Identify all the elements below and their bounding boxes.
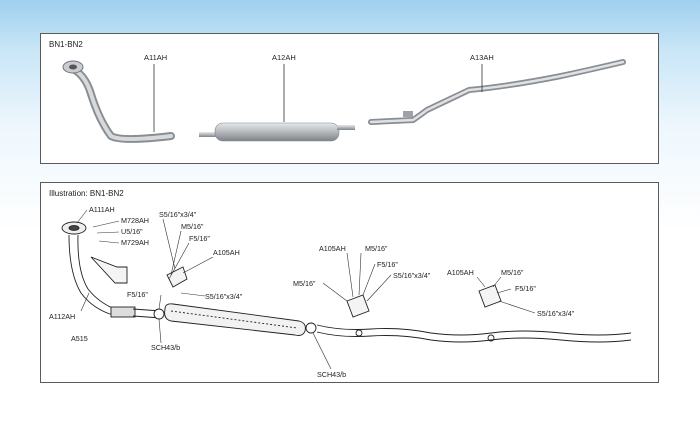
callout-f5-16-d: F5/16” bbox=[515, 284, 536, 293]
callout-s5-16x3-4-c: S5/16”x3/4” bbox=[393, 271, 431, 280]
photo-panel-title: BN1-BN2 bbox=[49, 40, 83, 49]
callout-m5-16-d: M5/16” bbox=[501, 268, 524, 277]
callout-m5-16-a: M5/16” bbox=[181, 222, 204, 231]
callout-f5-16-a: F5/16” bbox=[189, 234, 210, 243]
exhaust-illustration: A111AH M728AH U5/16” M729AH A112AH A515 … bbox=[49, 205, 632, 379]
callout-a112ah: A112AH bbox=[49, 312, 75, 321]
callout-m5-16-b: M5/16” bbox=[365, 244, 388, 253]
callout-u5-16: U5/16” bbox=[121, 227, 143, 236]
line-drawing bbox=[61, 221, 632, 343]
callout-m729ah: M729AH bbox=[121, 238, 149, 247]
callout-s5-16x3-4-a: S5/16”x3/4” bbox=[159, 210, 197, 219]
exhaust-photo bbox=[62, 59, 626, 143]
callout-a105ah-c: A105AH bbox=[447, 268, 474, 277]
callout-f5-16-c: F5/16” bbox=[377, 260, 398, 269]
silencer-photo bbox=[199, 122, 355, 142]
callout-s5-16x3-4-b: S5/16”x3/4” bbox=[205, 292, 243, 301]
photo-panel: BN1-BN2 bbox=[40, 33, 659, 164]
label-silencer: A12AH bbox=[272, 53, 296, 62]
label-front-pipe: A11AH bbox=[144, 53, 168, 62]
callout-sch43b-b: SCH43/b bbox=[317, 370, 346, 379]
illustration-panel: Illustration: BN1-BN2 bbox=[40, 182, 659, 383]
label-tail-pipe: A13AH bbox=[470, 53, 494, 62]
callout-a105ah-a: A105AH bbox=[213, 248, 240, 257]
tail-pipe-photo bbox=[368, 59, 626, 125]
illustration-panel-title: Illustration: BN1-BN2 bbox=[49, 189, 124, 198]
callout-sch43b-a: SCH43/b bbox=[151, 343, 180, 352]
front-pipe-photo bbox=[62, 60, 175, 143]
callout-m728ah: M728AH bbox=[121, 216, 149, 225]
callout-a105ah-b: A105AH bbox=[319, 244, 346, 253]
callout-s5-16x3-4-d: S5/16”x3/4” bbox=[537, 309, 575, 318]
callout-m5-16-c: M5/16” bbox=[293, 279, 316, 288]
leader-lines bbox=[76, 209, 536, 370]
callout-a111ah: A111AH bbox=[89, 205, 115, 214]
callout-a515: A515 bbox=[71, 334, 88, 343]
callout-f5-16-b: F5/16” bbox=[127, 290, 148, 299]
